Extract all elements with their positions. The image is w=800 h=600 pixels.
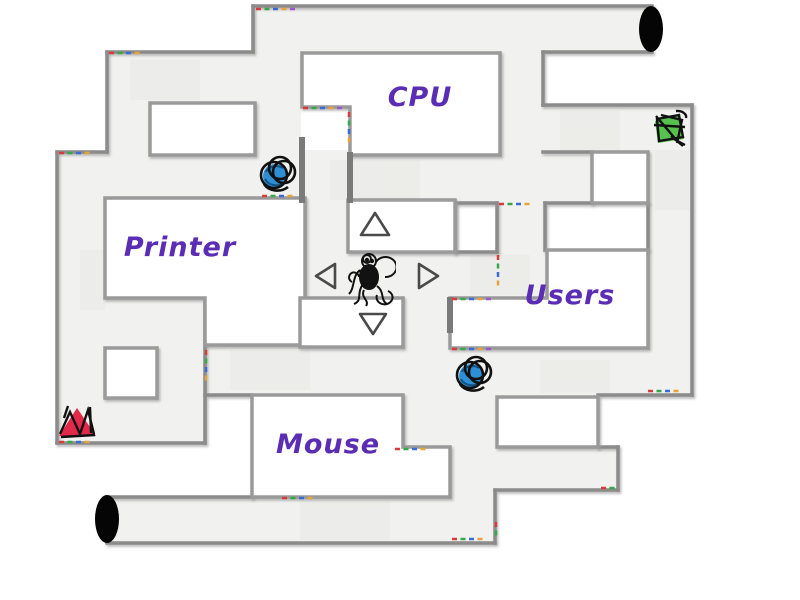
corridor-floor: [403, 395, 495, 447]
floor-patches: [80, 60, 690, 540]
maze-walls: [55, 4, 694, 545]
right-arrow-button[interactable]: [415, 261, 442, 295]
corridor-floor: [450, 447, 618, 490]
floor-patch: [655, 150, 690, 210]
room-small-bottom-right: [495, 395, 600, 449]
tunnels: [95, 6, 663, 543]
triangle-down-icon: [358, 312, 388, 336]
room-mouse: [250, 393, 452, 499]
triangle-left-icon: [314, 262, 337, 290]
scribble-blue-ball-icon: [455, 355, 493, 392]
triangle-up-icon: [359, 211, 391, 237]
item-green-block: [648, 106, 690, 156]
scribble-spider-icon: [348, 253, 398, 307]
scribble-green-block-icon: [653, 109, 688, 147]
room-users: [448, 248, 650, 350]
scribble-blue-ball-icon: [259, 155, 297, 192]
floor-patch: [230, 350, 310, 390]
room-small-top-left: [148, 101, 257, 157]
floor-patch: [300, 500, 390, 540]
down-arrow-button[interactable]: [357, 311, 389, 341]
corridor-floor: [500, 52, 543, 155]
dashed-wall-decorations: [59, 7, 679, 541]
floor-patch: [330, 160, 420, 200]
tunnel-exit-bottom-left: [95, 495, 119, 543]
floor-patch: [80, 250, 105, 310]
room-small-left: [103, 346, 159, 400]
corridor-floor: [253, 6, 652, 52]
floor-patch: [540, 360, 610, 393]
player-spider-sprite[interactable]: [346, 250, 398, 314]
maze-rooms: [103, 51, 650, 499]
floor-patch: [560, 110, 620, 150]
item-blue-ball-1: [258, 151, 300, 199]
scribble-red-triangle-icon: [58, 405, 96, 439]
tunnel-exit-top-right: [639, 6, 663, 52]
corridor-floor: [403, 298, 453, 348]
triangle-right-icon: [417, 262, 440, 290]
item-red-triangle: [56, 402, 100, 446]
floor-patch: [470, 255, 530, 295]
room-small-right: [590, 150, 650, 205]
room-arrow-down: [298, 296, 405, 349]
corridor-floors: [57, 6, 692, 543]
up-arrow-button[interactable]: [358, 210, 392, 242]
floor-patch: [130, 60, 200, 100]
thick-wall-stubs: [299, 137, 453, 333]
room-cpu: [300, 51, 502, 157]
left-arrow-button[interactable]: [312, 261, 339, 295]
item-blue-ball-2: [454, 351, 496, 399]
corridor-floor: [107, 105, 150, 152]
